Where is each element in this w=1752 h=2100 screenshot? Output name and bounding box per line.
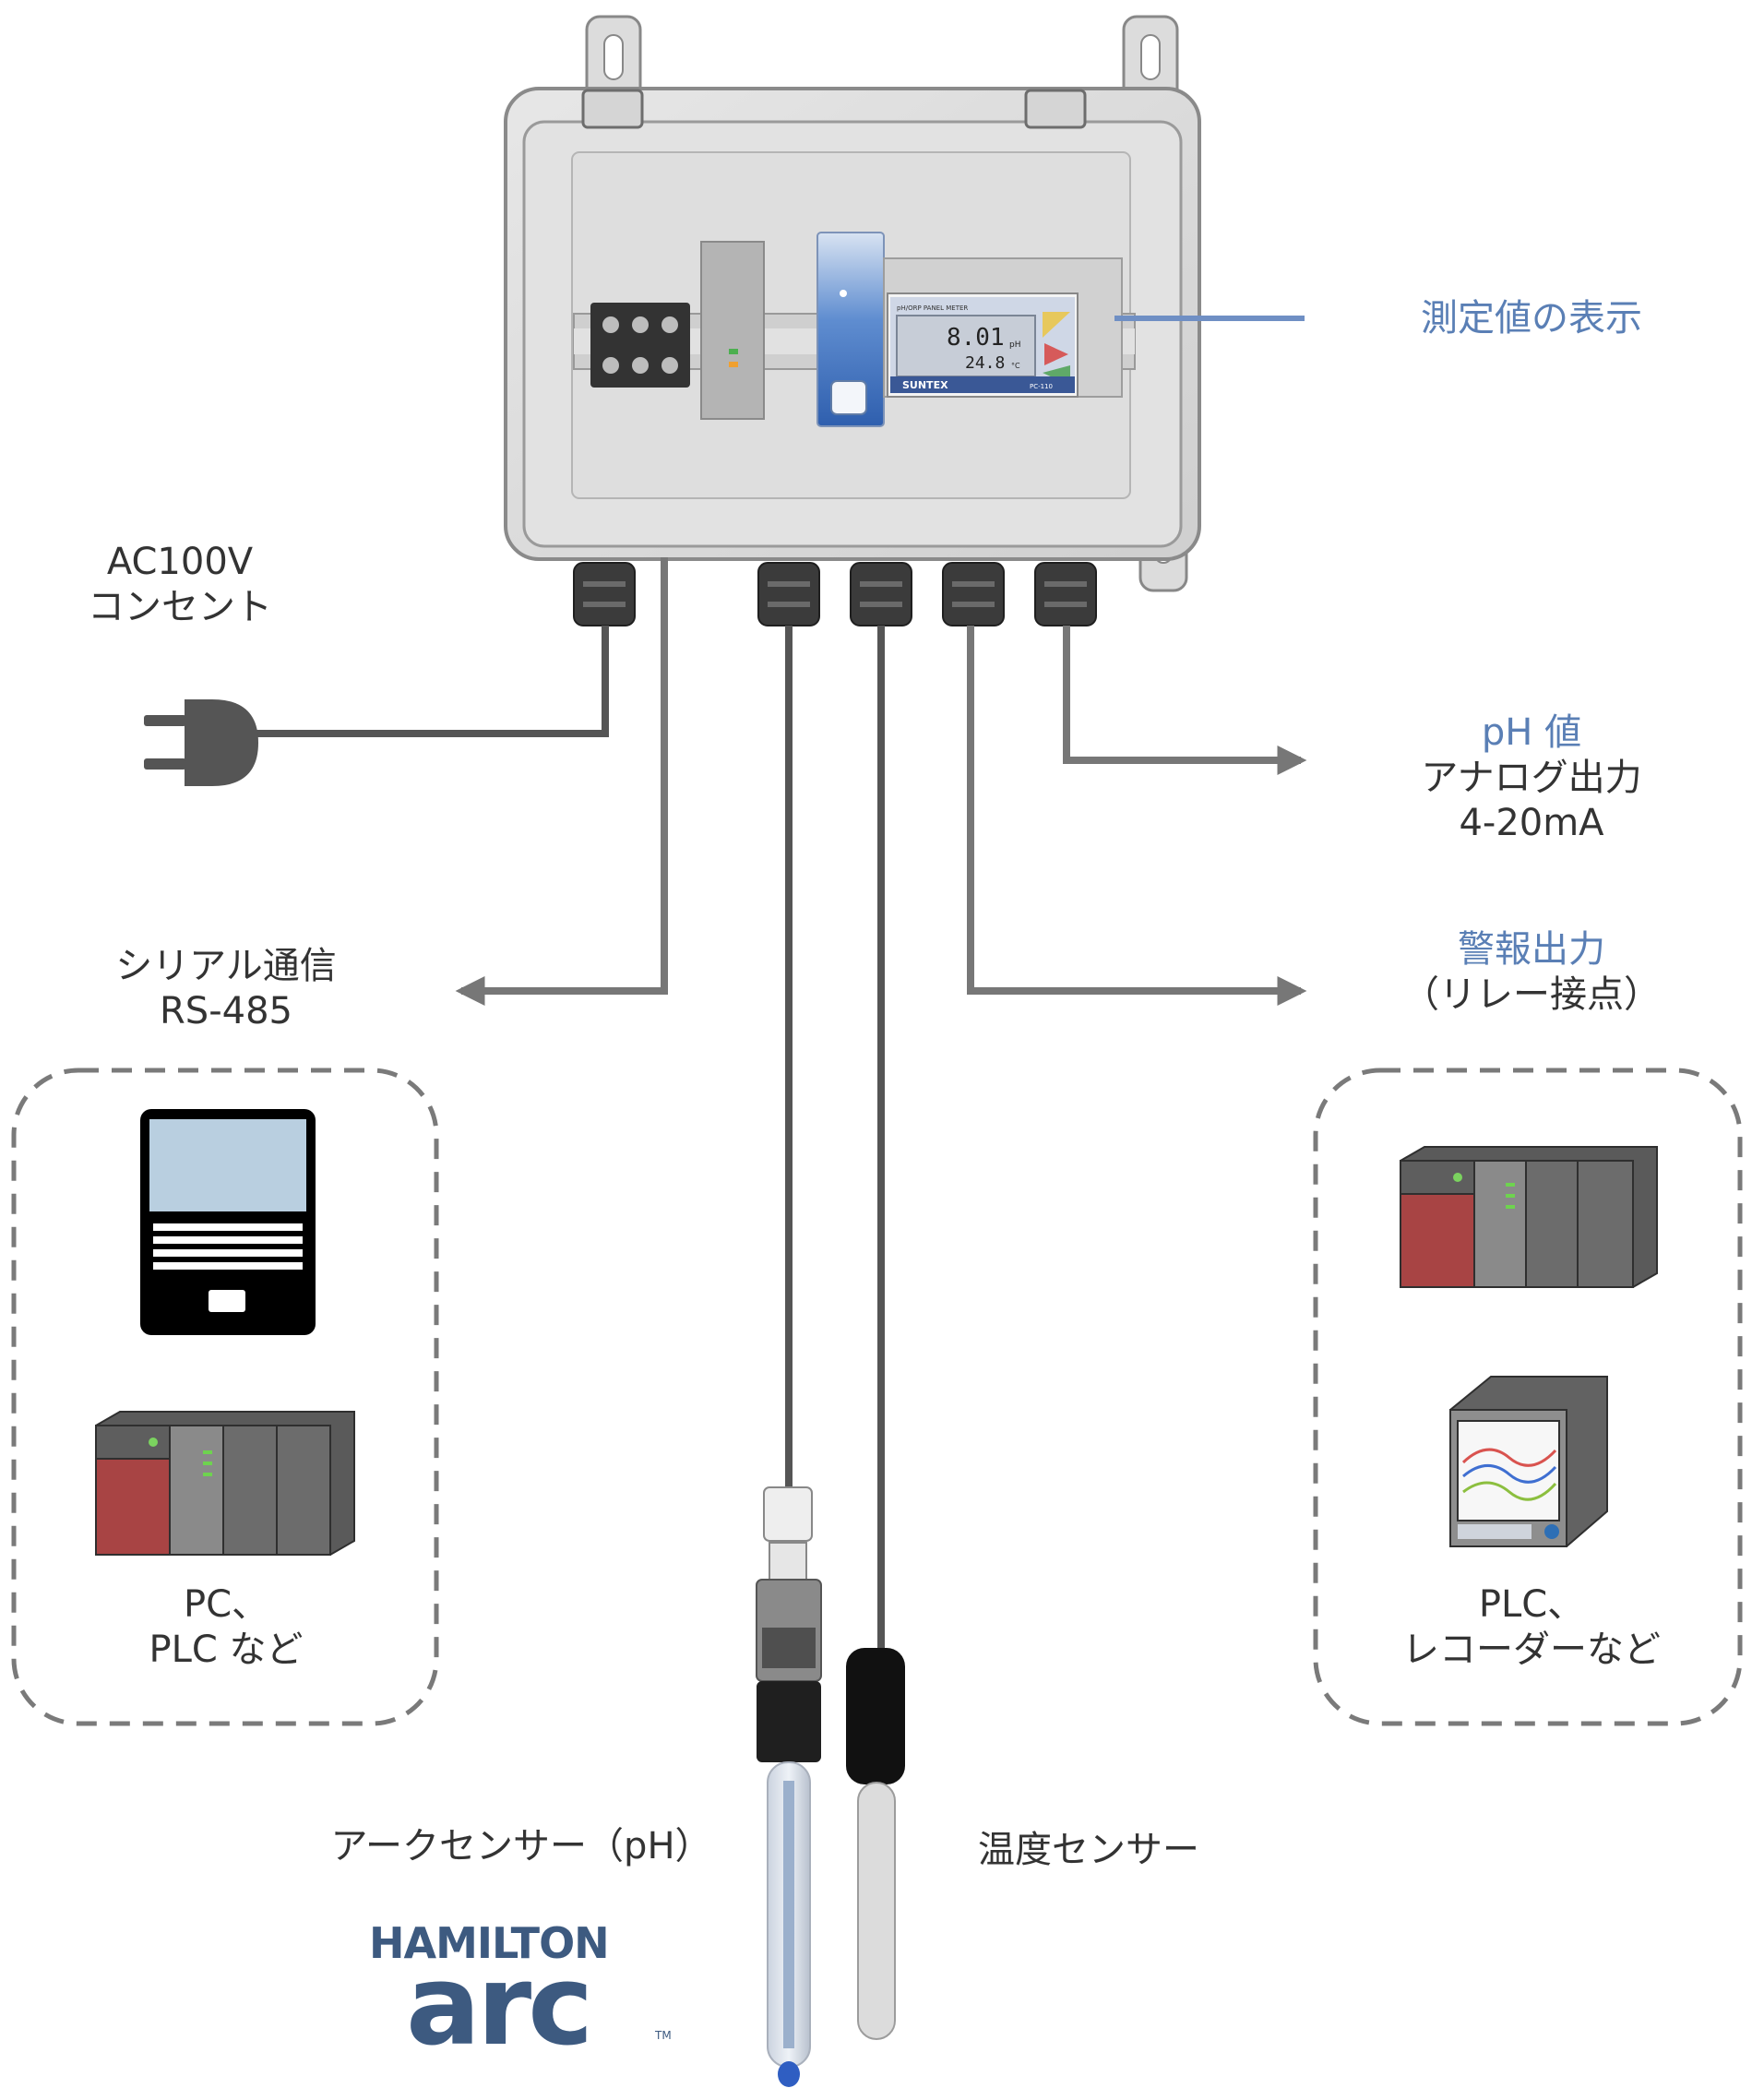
meter-temp-reading: 24.8 bbox=[965, 353, 1005, 373]
meter-model: PC-110 bbox=[1030, 383, 1053, 390]
power-label-line-2: コンセント bbox=[88, 586, 272, 628]
left-device-group bbox=[11, 1068, 439, 1726]
right-devices-line-2: レコーダーなど bbox=[1402, 1629, 1661, 1671]
svg-text:arc: arc bbox=[406, 1942, 590, 2070]
serial-comm-line-2: RS-485 bbox=[160, 990, 292, 1032]
analog-arrow bbox=[1063, 626, 1307, 775]
power-plug-icon bbox=[144, 699, 258, 786]
analog-range-text: 4-20mA bbox=[1459, 802, 1604, 844]
meter-ph-unit: pH bbox=[1009, 340, 1020, 350]
power-cable bbox=[242, 626, 609, 737]
laptop-icon bbox=[140, 1109, 316, 1335]
temperature-sensor bbox=[846, 1648, 905, 2040]
power-label: AC100V コンセント bbox=[55, 540, 304, 630]
serial-comm-label: シリアル通信 RS-485 bbox=[83, 944, 369, 1034]
serial-arrow bbox=[455, 557, 668, 1006]
ph-sensor-label: アークセンサー（pH） bbox=[330, 1825, 712, 1867]
meter-header: pH/ORP PANEL METER bbox=[897, 304, 968, 312]
analog-output-text: アナログ出力 bbox=[1421, 757, 1642, 799]
control-enclosure bbox=[504, 15, 1201, 592]
svg-text:TM: TM bbox=[654, 2029, 672, 2042]
analog-output-label: pH 値 アナログ出力 4-20mA bbox=[1384, 710, 1679, 846]
alarm-output-text: 警報出力 bbox=[1458, 928, 1605, 971]
temp-sensor-label: 温度センサー bbox=[978, 1829, 1199, 1871]
cable-glands bbox=[573, 562, 1097, 626]
ph-sensor bbox=[756, 1486, 822, 2087]
alarm-arrow bbox=[967, 626, 1307, 1006]
ph-value-label: pH 値 bbox=[1481, 711, 1582, 754]
plc-icon-left bbox=[95, 1411, 355, 1556]
right-device-group bbox=[1313, 1068, 1743, 1726]
left-devices-label: PC、 PLC など bbox=[92, 1582, 360, 1673]
right-devices-label: PLC、 レコーダーなど bbox=[1384, 1582, 1679, 1673]
serial-comm-line-1: シリアル通信 bbox=[115, 945, 337, 987]
meter-ph-reading: 8.01 bbox=[947, 324, 1005, 352]
plc-icon-right bbox=[1400, 1146, 1658, 1288]
hamilton-arc-logo: HAMILTON arc TM bbox=[369, 1918, 672, 2070]
svg-text:HAMILTON: HAMILTON bbox=[369, 1918, 609, 1968]
meter-temp-unit: °C bbox=[1011, 362, 1020, 370]
right-devices-line-1: PLC、 bbox=[1478, 1583, 1585, 1626]
left-devices-line-2: PLC など bbox=[149, 1629, 304, 1671]
relay-contact-text: （リレー接点） bbox=[1402, 973, 1661, 1016]
left-devices-line-1: PC、 bbox=[183, 1583, 269, 1626]
power-label-line-1: AC100V bbox=[106, 541, 254, 583]
alarm-output-label: 警報出力 （リレー接点） bbox=[1384, 927, 1679, 1018]
display-label: 測定値の表示 bbox=[1421, 297, 1642, 340]
meter-brand: SUNTEX bbox=[902, 379, 948, 391]
recorder-icon bbox=[1449, 1376, 1608, 1547]
